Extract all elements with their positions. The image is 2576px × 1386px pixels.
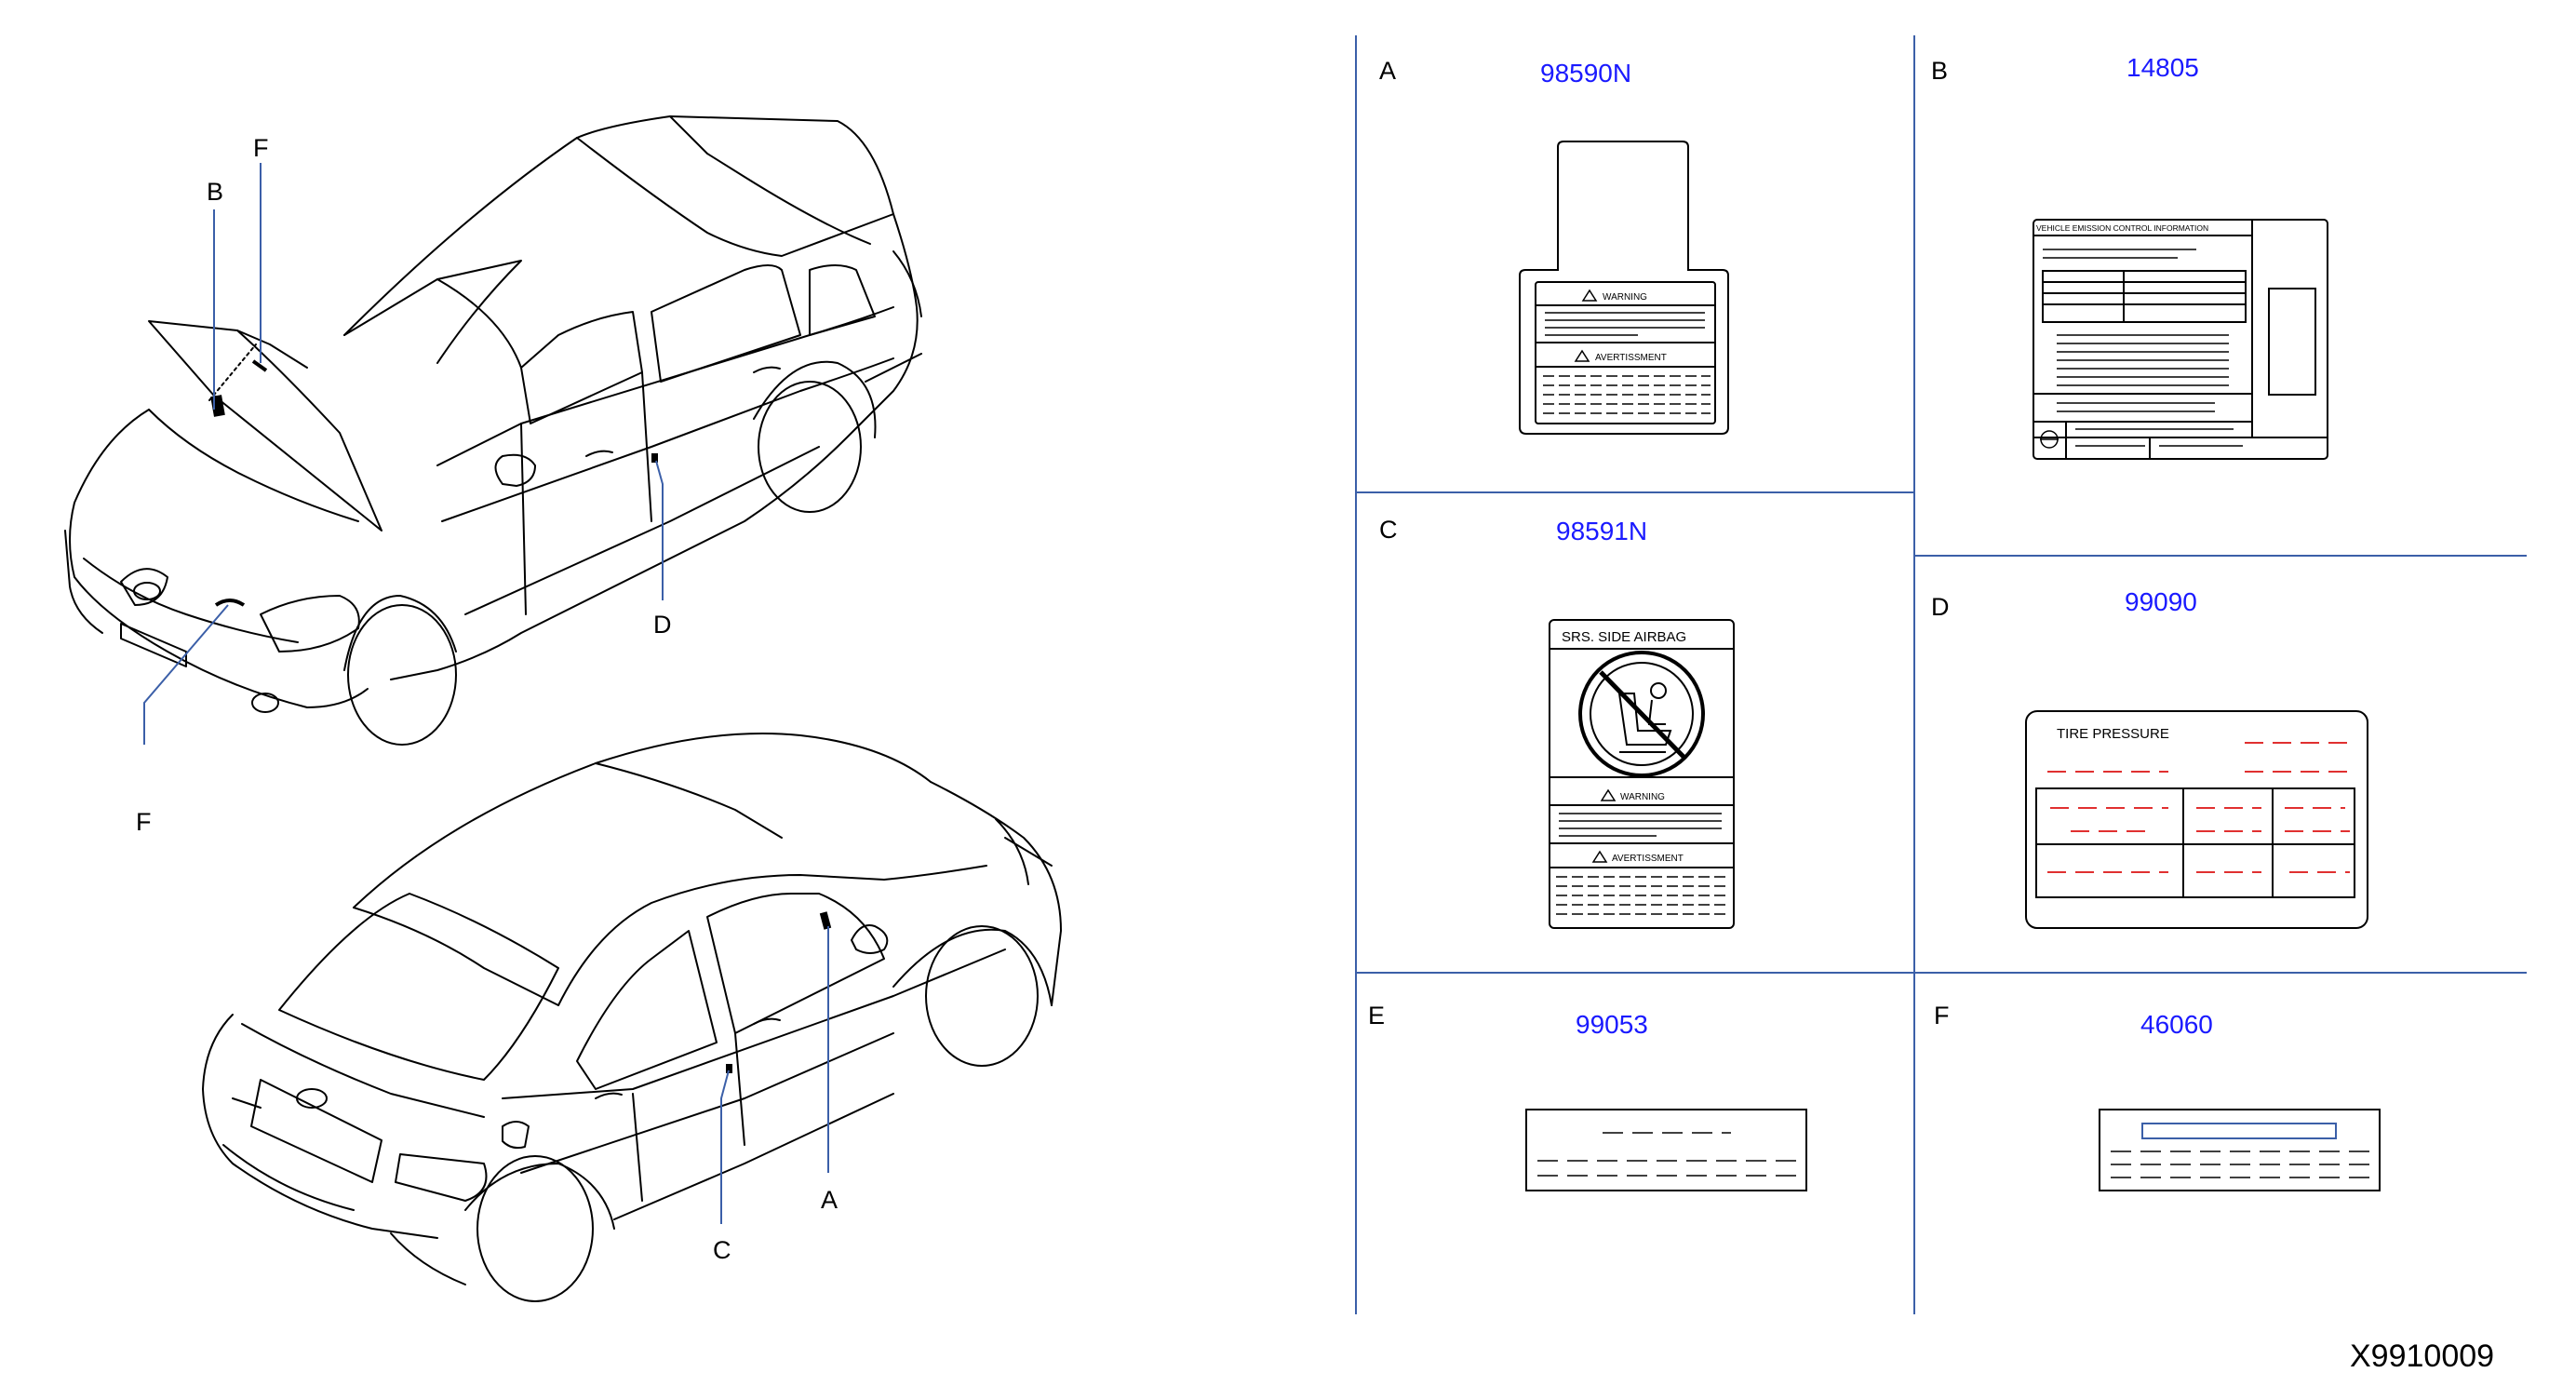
- callout-d: D: [653, 611, 672, 639]
- callout-f-top: F: [253, 134, 269, 162]
- car-rear-illustration: [202, 733, 1062, 1302]
- callout-f-bottom: F: [136, 808, 152, 836]
- label-c-srs-airbag: [1549, 619, 1735, 929]
- cell-b-letter: B: [1931, 57, 1948, 85]
- label-a-warning-text: WARNING: [1603, 292, 1647, 303]
- label-b-header-text: VEHICLE EMISSION CONTROL INFORMATION: [2036, 223, 2208, 233]
- rear-car-leaders: [720, 926, 829, 1224]
- label-a-avertissment-text: AVERTISSMENT: [1595, 353, 1667, 363]
- label-d-title-text: TIRE PRESSURE: [2057, 726, 2169, 742]
- callout-c: C: [713, 1236, 731, 1264]
- cell-c-part-number: 98591N: [1556, 517, 1647, 545]
- label-e-plate: [1525, 1109, 1807, 1191]
- diagram-reference-number: X9910009: [2350, 1339, 2494, 1374]
- cell-e-letter: E: [1368, 1002, 1385, 1029]
- callout-b-front: B: [207, 178, 223, 206]
- callout-a: A: [821, 1186, 838, 1214]
- label-grid: [1355, 35, 2527, 1314]
- no-child-seat-icon: [1578, 651, 1705, 777]
- label-c-avertissment-text: AVERTISSMENT: [1612, 854, 1684, 864]
- label-d-tire-pressure: [2025, 710, 2368, 929]
- label-c-title-text: SRS. SIDE AIRBAG: [1562, 629, 1686, 645]
- cell-e-part-number: 99053: [1576, 1010, 1648, 1039]
- label-b-emission: [2033, 219, 2328, 460]
- cell-f-letter: F: [1934, 1002, 1950, 1029]
- front-car-leaders: [143, 163, 664, 745]
- cell-d-part-number: 99090: [2125, 587, 2197, 616]
- rear-car-label-markers: [726, 911, 832, 1073]
- cell-f-part-number: 46060: [2140, 1010, 2213, 1039]
- car-front-illustration: [64, 115, 922, 746]
- label-c-warning-text: WARNING: [1620, 792, 1665, 802]
- label-a-warning: [1519, 141, 1729, 435]
- cell-d-letter: D: [1931, 593, 1950, 621]
- cell-b-part-number: 14805: [2127, 53, 2199, 82]
- label-f-plate: [2099, 1109, 2381, 1191]
- cell-c-letter: C: [1379, 516, 1398, 544]
- cell-a-letter: A: [1379, 57, 1396, 85]
- front-car-label-markers: [210, 359, 658, 607]
- cell-a-part-number: 98590N: [1540, 59, 1631, 87]
